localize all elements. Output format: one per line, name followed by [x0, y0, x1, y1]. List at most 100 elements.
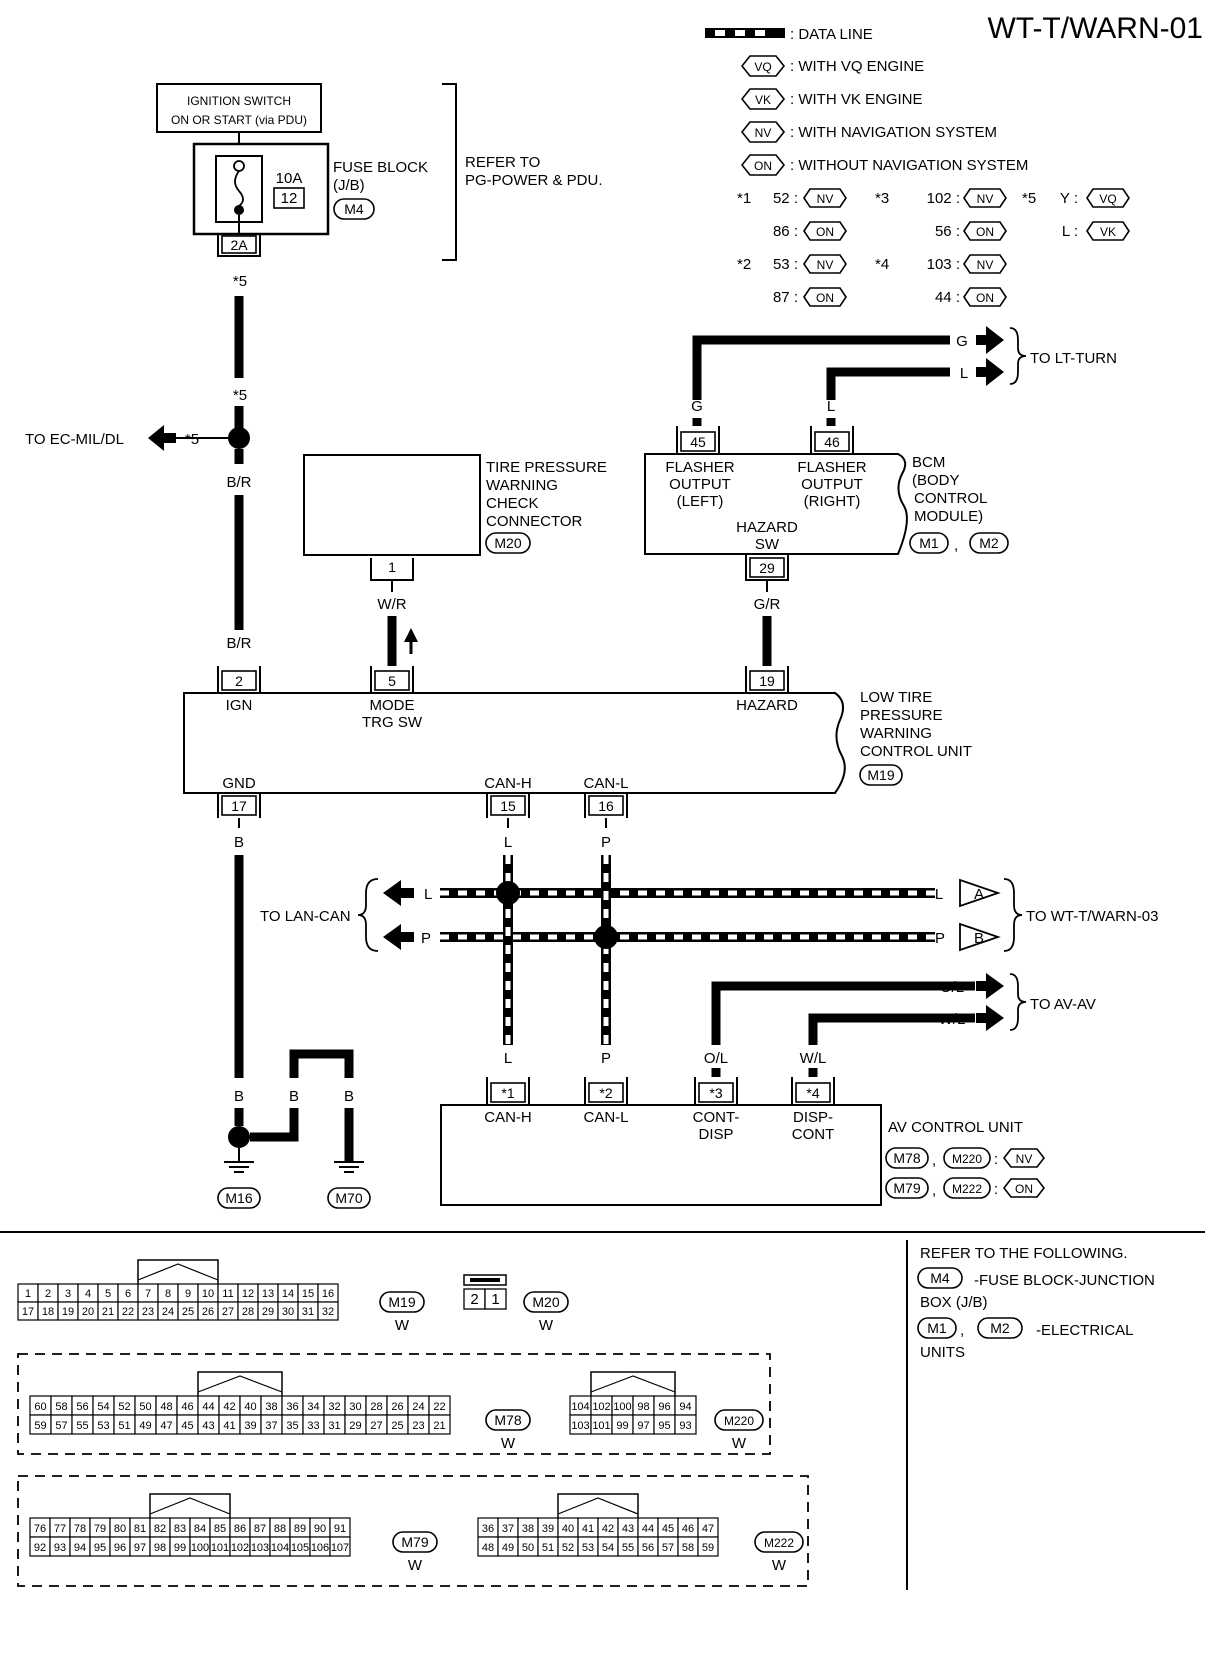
pin-cell: 94	[679, 1401, 691, 1413]
wire-p-wt3: P	[935, 930, 945, 947]
fuse-pin: 2A	[230, 237, 248, 253]
pin-cell: 89	[294, 1523, 306, 1535]
hex-on-2b: ON	[803, 287, 847, 307]
star1-a: 52 :	[773, 190, 798, 207]
svg-text:M19: M19	[388, 1294, 415, 1310]
arrow-lan-p	[383, 924, 401, 950]
pin-cell: 99	[174, 1542, 186, 1554]
wire-ol-av: O/L	[704, 1050, 728, 1067]
tpw-l3: CHECK	[486, 495, 539, 512]
pin-cell: 24	[162, 1306, 174, 1318]
pin-cell: 105	[291, 1542, 309, 1554]
ground-m70: M70	[335, 1190, 362, 1206]
bcm-fr1: FLASHER	[797, 459, 866, 476]
pin-cell: 57	[662, 1542, 674, 1554]
to-lt-turn: TO LT-TURN	[1030, 350, 1117, 367]
pin-cell: 50	[522, 1542, 534, 1554]
pin-cell: 81	[134, 1523, 146, 1535]
fuse-amp: 10A	[276, 170, 303, 187]
legend-vq: VQ : WITH VQ ENGINE	[740, 55, 924, 77]
legend-vq-text: : WITH VQ ENGINE	[790, 58, 924, 75]
ltpw-pin-5: 5	[388, 673, 396, 689]
pin-cell: 39	[244, 1420, 256, 1432]
pin-cell: 92	[34, 1542, 46, 1554]
pin-cell: 56	[76, 1401, 88, 1413]
pin-cell: 93	[679, 1420, 691, 1432]
bcm-hz1: HAZARD	[736, 519, 798, 536]
pin-cell: 87	[254, 1523, 266, 1535]
refer-m2: M2	[990, 1320, 1010, 1336]
fuse-block-label: FUSE BLOCK	[333, 159, 428, 176]
to-ec-mil: TO EC-MIL/DL	[25, 431, 124, 448]
pin-cell: 51	[542, 1542, 554, 1554]
refer-m4-text2: BOX (J/B)	[920, 1294, 988, 1311]
wire-g-right: G	[956, 333, 968, 350]
bcm-pin-29: 29	[759, 560, 775, 576]
pin-cell: 102	[231, 1542, 249, 1554]
ltpw-canh: CAN-H	[484, 775, 532, 792]
pin-cell: 58	[682, 1542, 694, 1554]
svg-text:M78: M78	[494, 1412, 521, 1428]
bcm-pin-45: 45	[690, 434, 706, 450]
svg-text:NV: NV	[1016, 1152, 1033, 1166]
pin-cell: 102	[592, 1401, 610, 1413]
svg-text:,: ,	[960, 1322, 964, 1339]
pin-cell: 51	[118, 1420, 130, 1432]
svg-text::: :	[994, 1181, 998, 1198]
svg-text:NV: NV	[817, 258, 834, 272]
wire-l-lan: L	[424, 886, 432, 903]
svg-text:W: W	[539, 1317, 554, 1334]
star2-b: 87 :	[773, 289, 798, 306]
wire-star5-top: *5	[233, 273, 247, 290]
svg-text:,: ,	[932, 1152, 936, 1169]
wire-b-mid: B	[289, 1088, 299, 1105]
to-lan-can: TO LAN-CAN	[260, 908, 351, 925]
bcm-fl1: FLASHER	[665, 459, 734, 476]
wire-p-lan: P	[421, 930, 431, 947]
pin-cell: 42	[223, 1401, 235, 1413]
svg-text:M220: M220	[724, 1414, 754, 1428]
pin-cell: 30	[349, 1401, 361, 1413]
pin-cell: 31	[302, 1306, 314, 1318]
pin-cell: 19	[62, 1306, 74, 1318]
ltpw-pin-16: 16	[598, 798, 614, 814]
star5: *5	[1022, 190, 1036, 207]
pin-cell: 44	[642, 1523, 654, 1535]
legend-vk-text: : WITH VK ENGINE	[790, 91, 923, 108]
pin-cell: 48	[482, 1542, 494, 1554]
pin-cell: 36	[482, 1523, 494, 1535]
pin-cell: 57	[55, 1420, 67, 1432]
wire-l-wt3: L	[935, 886, 943, 903]
svg-text:M20: M20	[532, 1294, 559, 1310]
splice-ground	[228, 1126, 250, 1148]
av-conn-m222: M222	[952, 1182, 982, 1196]
splice-can-l	[594, 925, 618, 949]
av-cd2: DISP	[698, 1126, 733, 1143]
legend-vq-code: VQ	[754, 60, 771, 74]
pin-cell: 40	[562, 1523, 574, 1535]
ltpw-pin-15: 15	[500, 798, 516, 814]
pin-cell: 107	[331, 1542, 349, 1554]
hex-nv-4a: NV	[963, 254, 1007, 274]
star5-b: L :	[1062, 223, 1078, 240]
fuse-conn: M4	[344, 201, 364, 217]
pin-cell: 82	[154, 1523, 166, 1535]
svg-text:W: W	[732, 1435, 747, 1452]
pin-cell: 45	[181, 1420, 193, 1432]
svg-text:NV: NV	[977, 258, 994, 272]
wire-star5-side: *5	[185, 431, 199, 448]
pin-cell: 97	[637, 1420, 649, 1432]
pin-cell: 25	[391, 1420, 403, 1432]
pin-cell: 100	[191, 1542, 209, 1554]
wire-p-av: P	[601, 1050, 611, 1067]
ground-icon-m16: M16	[217, 1161, 261, 1209]
av-pin-2: *2	[599, 1085, 612, 1101]
pin-cell: 3	[65, 1288, 71, 1300]
bcm-fl3: (LEFT)	[677, 493, 724, 510]
pin-cell: 2	[45, 1288, 51, 1300]
ltpw-canl: CAN-L	[583, 775, 628, 792]
pin-cell: 17	[22, 1306, 34, 1318]
pin-cell: 25	[182, 1306, 194, 1318]
